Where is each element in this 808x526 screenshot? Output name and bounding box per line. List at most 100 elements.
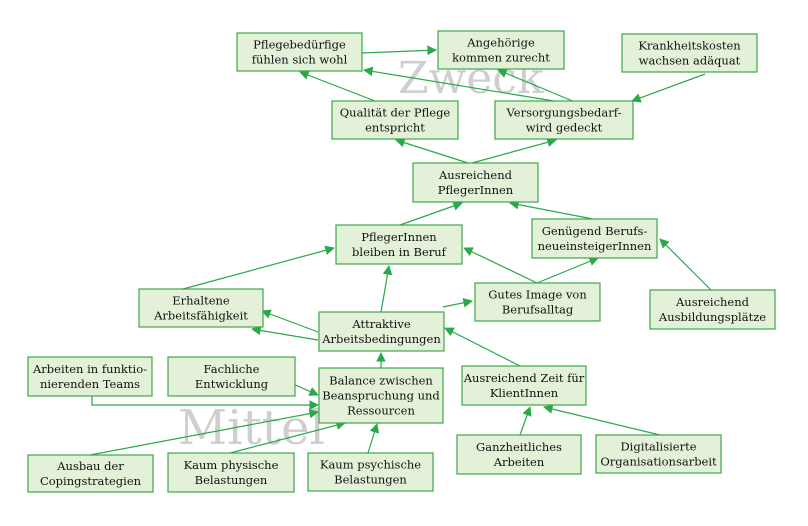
- node-label-attr-0: Attraktive: [351, 317, 410, 331]
- arrow-19: [91, 396, 319, 410]
- node-label-ausr-0: Ausreichend: [438, 168, 513, 182]
- node-label-coping-1: Copingstrategien: [40, 474, 142, 488]
- arrow-7: [399, 201, 463, 226]
- node-label-zeit-0: Ausreichend Zeit für: [463, 371, 585, 385]
- node-label-balance-2: Ressourcen: [347, 404, 415, 418]
- node-box-ausr: [412, 162, 539, 203]
- node-label-fach-0: Fachliche: [204, 362, 260, 376]
- node-box-erhalt: [138, 288, 264, 328]
- arrow-3: [299, 70, 376, 102]
- node-label-image-1: Berufsalltag: [502, 303, 574, 317]
- node-label-bleib-1: bleiben in Beruf: [352, 245, 447, 259]
- arrow-22: [229, 420, 346, 454]
- node-label-ganz-1: Arbeiten: [493, 455, 545, 469]
- arrow-2: [363, 66, 561, 103]
- node-label-wohl-0: Pflegebedürfige: [253, 38, 346, 52]
- node-label-teams-1: nierenden Teams: [40, 377, 140, 391]
- node-label-vers-0: Versorgungsbedarf-: [506, 106, 622, 120]
- node-label-krank-0: Krankheitskosten: [638, 39, 741, 53]
- node-label-angeh-0: Angehörige: [466, 36, 535, 50]
- node-label-phys-0: Kaum physische: [184, 458, 279, 472]
- node-label-qual-1: entspricht: [365, 121, 425, 135]
- node-box-zeit: [461, 365, 587, 406]
- node-box-bleib: [335, 224, 463, 265]
- node-label-psych-0: Kaum psychische: [320, 458, 421, 472]
- node-box-attr: [318, 311, 445, 352]
- arrow-8: [509, 199, 594, 220]
- node-vers: Versorgungsbedarf-wird gedeckt: [494, 100, 634, 140]
- arrow-13: [380, 265, 393, 313]
- arrow-1: [497, 68, 576, 103]
- arrow-0: [361, 45, 437, 56]
- node-label-genueg-1: neueinsteigerInnen: [538, 239, 652, 253]
- node-label-zeit-1: KlientInnen: [490, 386, 559, 400]
- arrow-10: [536, 256, 599, 284]
- node-box-qual: [331, 100, 459, 140]
- node-box-digi: [595, 434, 722, 474]
- node-label-attr-1: Arbeitsbedingungen: [321, 332, 441, 346]
- node-box-phys: [167, 452, 295, 493]
- node-label-genueg-0: Genügend Berufs-: [542, 224, 648, 238]
- node-label-psych-1: Belastungen: [334, 473, 407, 487]
- node-label-coping-0: Ausbau der: [56, 459, 124, 473]
- arrow-16: [442, 298, 473, 308]
- node-box-wohl: [236, 32, 363, 72]
- node-label-bleib-0: PflegerInnen: [361, 230, 437, 244]
- node-box-genueg: [531, 218, 658, 259]
- node-label-ausbild-1: Ausbildungsplätze: [658, 310, 766, 324]
- node-label-ausbild-0: Ausreichend: [675, 295, 750, 309]
- node-label-wohl-1: fühlen sich wohl: [252, 53, 348, 67]
- node-box-vers: [494, 100, 634, 140]
- arrow-6: [471, 137, 557, 164]
- node-box-teams: [27, 356, 153, 397]
- arrow-23: [367, 423, 380, 454]
- watermark-mittel: Mittel: [178, 400, 325, 456]
- arrow-4: [631, 73, 706, 103]
- node-box-fach: [167, 356, 296, 397]
- node-label-vers-1: wird gedeckt: [526, 121, 603, 135]
- arrow-18: [444, 327, 521, 367]
- arrow-14: [261, 309, 319, 333]
- node-label-fach-1: Entwicklung: [195, 377, 269, 391]
- node-label-erhalt-1: Arbeitsfähigkeit: [153, 309, 248, 323]
- arrow-11: [659, 238, 712, 291]
- node-label-krank-1: wachsen adäquat: [639, 54, 741, 68]
- node-box-angeh: [437, 30, 565, 70]
- node-box-ganz: [456, 434, 582, 475]
- node-label-digi-0: Digitalisierte: [620, 440, 696, 454]
- arrow-9: [463, 247, 538, 284]
- node-genueg: Genügend Berufs-neueinsteigerInnen: [531, 218, 658, 259]
- node-teams: Arbeiten in funktio-nierenden Teams: [27, 356, 153, 397]
- node-label-qual-0: Qualität der Pflege: [340, 106, 451, 120]
- node-label-phys-1: Belastungen: [195, 473, 268, 487]
- node-box-balance: [318, 367, 444, 424]
- node-label-balance-1: Beanspruchung und: [322, 389, 440, 403]
- node-box-krank: [621, 33, 758, 73]
- node-label-ganz-0: Ganzheitliches: [476, 440, 562, 454]
- node-box-coping: [27, 454, 154, 493]
- edges: [89, 45, 712, 456]
- arrow-21: [89, 408, 319, 456]
- node-label-balance-0: Balance zwischen: [329, 374, 433, 388]
- node-label-erhalt-0: Erhaltene: [172, 294, 230, 308]
- node-label-angeh-1: kommen zurecht: [452, 51, 550, 65]
- arrow-25: [543, 404, 661, 436]
